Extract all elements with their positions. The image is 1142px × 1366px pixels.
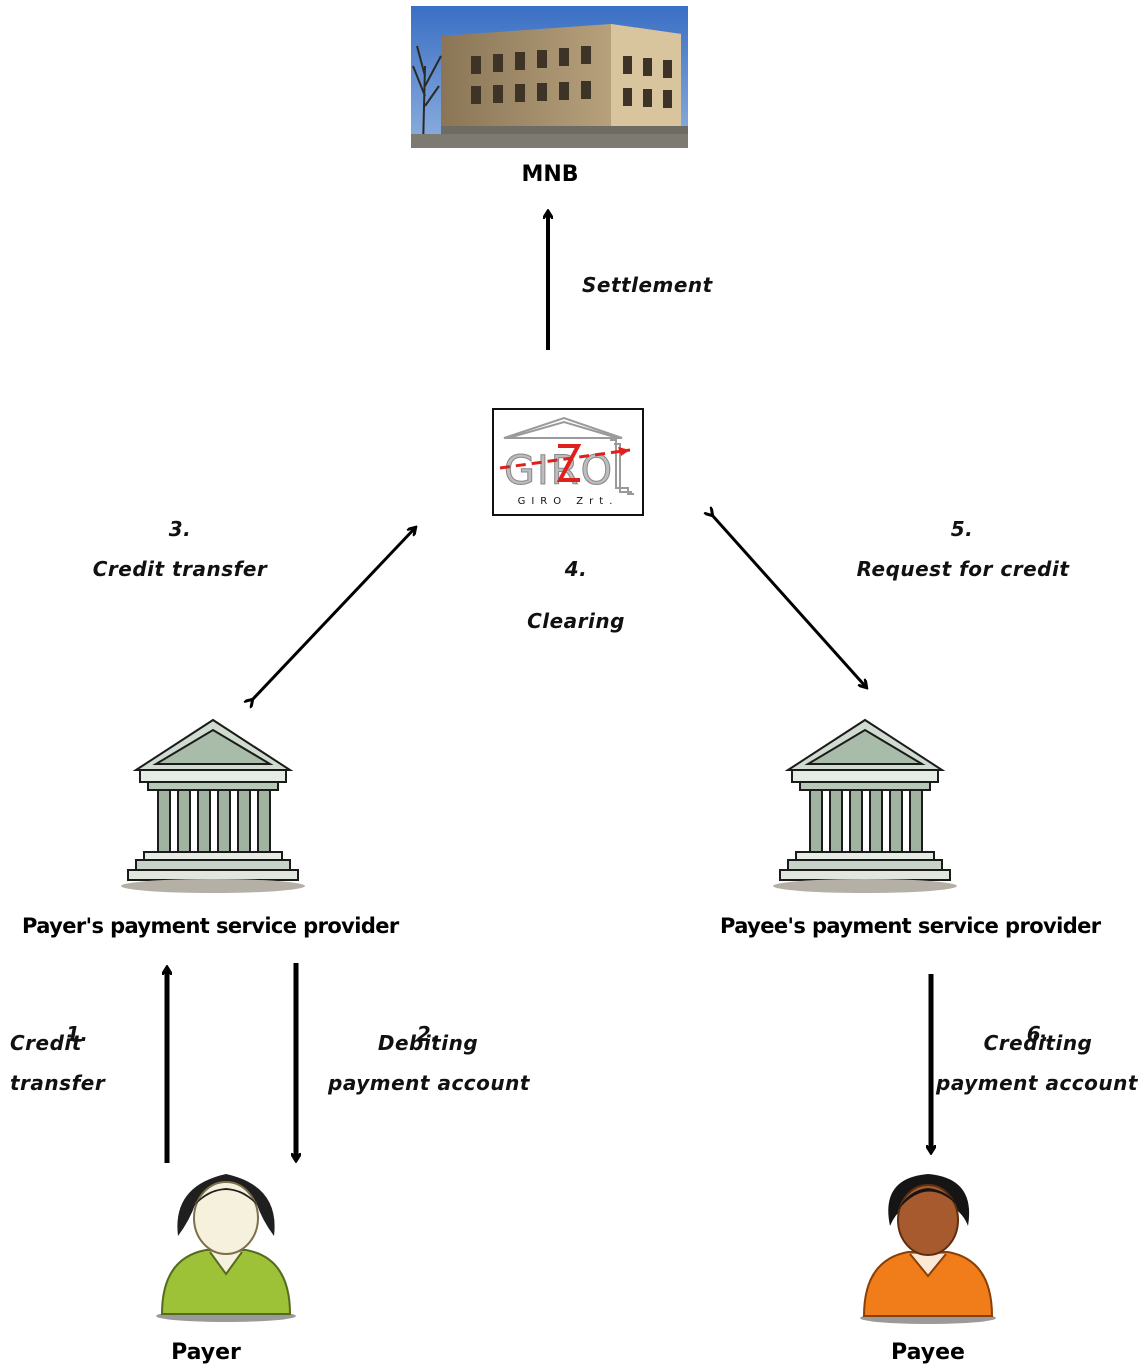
mnb-building-image [411, 6, 688, 149]
step4-label: Clearing [527, 609, 625, 633]
step1-line1: Credit [10, 1031, 82, 1055]
step5-number: 5. [950, 517, 974, 541]
step5-label: Request for credit [856, 557, 1070, 581]
step2-line1: Debiting [377, 1031, 479, 1055]
payee-bank-icon [770, 718, 960, 894]
giro-logo-text: GIRO Zrt. [517, 496, 619, 507]
step6-line2: payment account [936, 1071, 1138, 1095]
payer-label: Payer [171, 1340, 241, 1365]
step3-number: 3. [168, 517, 192, 541]
mnb-label: MNB [521, 162, 579, 187]
payee-psp-label: Payee's payment service provider [720, 914, 1101, 938]
step2-number: 2. [416, 1022, 440, 1046]
settlement-label: Settlement [582, 273, 713, 297]
step2-line2: payment account [328, 1071, 530, 1095]
payer-bank-icon [118, 718, 308, 894]
giro-logo: GIRO GIRO Zrt. [492, 408, 644, 516]
payer-psp-label: Payer's payment service provider [22, 914, 399, 938]
svg-text:GIRO: GIRO [504, 448, 614, 494]
payer-avatar-icon [152, 1166, 300, 1322]
step6-line1: Crediting [983, 1031, 1093, 1055]
request-for-credit-arrow [712, 515, 866, 687]
payee-label: Payee [891, 1340, 965, 1365]
step1-number: 1. [66, 1022, 89, 1046]
payee-avatar-icon [856, 1168, 1000, 1324]
giro-logo-graphic: GIRO [499, 416, 634, 495]
step4-number: 4. [564, 557, 588, 581]
credit-transfer-arrow [252, 528, 415, 700]
step3-label: Credit transfer [92, 557, 268, 581]
step1-line2: transfer [10, 1071, 106, 1095]
step6-number: 6. [1026, 1022, 1050, 1046]
